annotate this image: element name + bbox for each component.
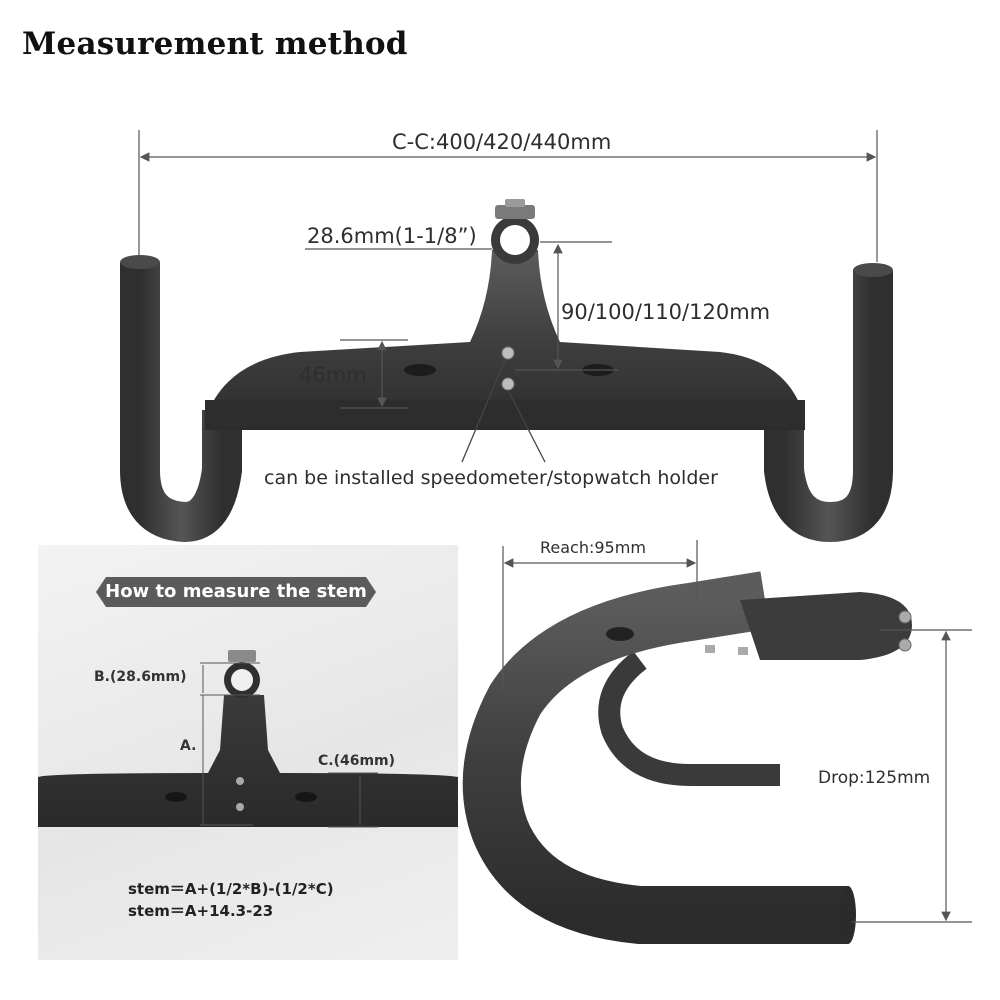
stem-measure-inset: How to measure the stem B.(28.6mm) A. C.: [38, 545, 458, 960]
width-dimension: [138, 130, 878, 262]
stem-length-dimension: [515, 243, 618, 371]
page-title: Measurement method: [22, 26, 408, 62]
stem-measure-badge: How to measure the stem: [96, 577, 376, 607]
drop-label: Drop:125mm: [818, 768, 931, 788]
clamp-dimension: [305, 241, 612, 250]
stem-label-a: A.: [180, 738, 197, 754]
stem-label-b: B.(28.6mm): [94, 669, 187, 685]
front-handlebar: [120, 199, 893, 543]
mount-note: can be installed speedometer/stopwatch h…: [264, 467, 718, 489]
stem-inset-figure: [38, 650, 458, 828]
reach-label: Reach:95mm: [540, 538, 646, 557]
height-dimension: [340, 339, 408, 409]
stem-formula-applied: stem＝A+14.3-23: [128, 902, 274, 920]
drop-dimension: [852, 629, 972, 923]
side-handlebar: [462, 571, 912, 944]
mount-pointer: [461, 359, 546, 463]
stem-length-label: 90/100/110/120mm: [561, 300, 771, 324]
reach-dimension: [502, 540, 698, 690]
clamp-diameter-label: 28.6mm(1-1/8”): [307, 224, 477, 248]
stem-formula-general: stem＝A+(1/2*B)-(1/2*C): [128, 880, 334, 898]
stem-label-c: C.(46mm): [318, 753, 396, 769]
bar-height-label: 46mm: [299, 363, 367, 387]
width-label: C-C:400/420/440mm: [392, 130, 612, 154]
